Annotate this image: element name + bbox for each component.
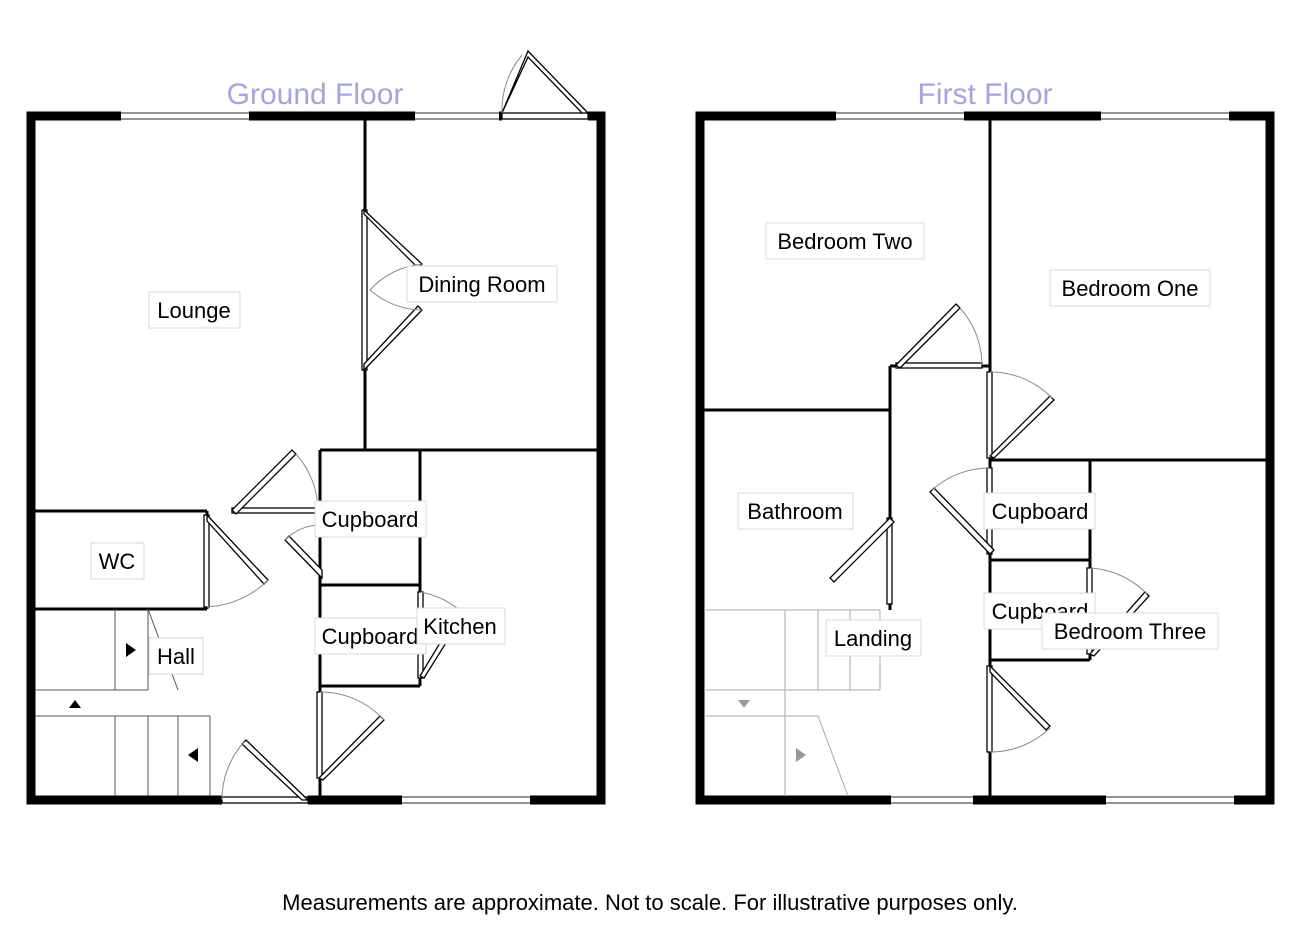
room-label-bedroom-three: Bedroom Three xyxy=(1041,612,1219,650)
svg-text:Bedroom Two: Bedroom Two xyxy=(777,229,912,254)
disclaimer-text: Measurements are approximate. Not to sca… xyxy=(282,890,1018,915)
ground-floor-plan: Ground Floor Lounge Dining Room WC Hall … xyxy=(26,49,606,806)
stair-arrow-right-icon xyxy=(126,643,136,657)
room-label-wc: WC xyxy=(90,542,145,580)
first-floor-title: First Floor xyxy=(918,78,1053,111)
svg-text:Bedroom One: Bedroom One xyxy=(1062,276,1199,301)
svg-text:Bathroom: Bathroom xyxy=(747,499,842,524)
ground-outer-wall xyxy=(26,111,606,805)
ground-floor-title: Ground Floor xyxy=(227,78,404,111)
svg-text:Lounge: Lounge xyxy=(157,298,230,323)
svg-text:Bedroom Three: Bedroom Three xyxy=(1054,619,1206,644)
ground-interior-walls xyxy=(35,120,597,796)
svg-text:Hall: Hall xyxy=(157,644,195,669)
ground-stairs xyxy=(35,608,211,796)
room-label-bathroom: Bathroom xyxy=(737,492,854,530)
stair-arrow-down-icon xyxy=(738,700,750,708)
ground-windows xyxy=(121,110,589,806)
svg-text:WC: WC xyxy=(99,549,136,574)
room-label-dining-room: Dining Room xyxy=(406,265,558,303)
stair-arrow-up-icon xyxy=(69,700,81,708)
svg-text:Cupboard: Cupboard xyxy=(322,507,419,532)
svg-text:Cupboard: Cupboard xyxy=(992,499,1089,524)
room-label-cupboard-upper-first: Cupboard xyxy=(983,492,1096,530)
svg-text:Cupboard: Cupboard xyxy=(322,624,419,649)
first-floor-plan: First Floor Bedroom Two Bedroom One Bath… xyxy=(695,78,1275,806)
room-label-bedroom-two: Bedroom Two xyxy=(765,222,925,260)
first-stairs xyxy=(704,609,881,797)
room-label-cupboard-lower: Cupboard xyxy=(314,617,427,655)
stair-arrow-left-icon xyxy=(188,748,198,762)
room-label-lounge: Lounge xyxy=(148,291,241,329)
first-outer-wall xyxy=(695,111,1275,805)
room-label-kitchen: Kitchen xyxy=(416,607,506,645)
room-label-bedroom-one: Bedroom One xyxy=(1049,269,1211,307)
ground-doors xyxy=(203,49,590,801)
first-interior-walls xyxy=(704,120,1266,796)
room-label-landing: Landing xyxy=(825,619,922,657)
room-label-cupboard-upper: Cupboard xyxy=(314,500,427,538)
svg-text:Dining Room: Dining Room xyxy=(418,272,545,297)
room-label-hall: Hall xyxy=(148,637,204,675)
svg-text:Kitchen: Kitchen xyxy=(423,614,496,639)
first-windows xyxy=(836,110,1234,806)
svg-text:Landing: Landing xyxy=(834,626,912,651)
stair-arrow-right-icon xyxy=(796,748,806,762)
